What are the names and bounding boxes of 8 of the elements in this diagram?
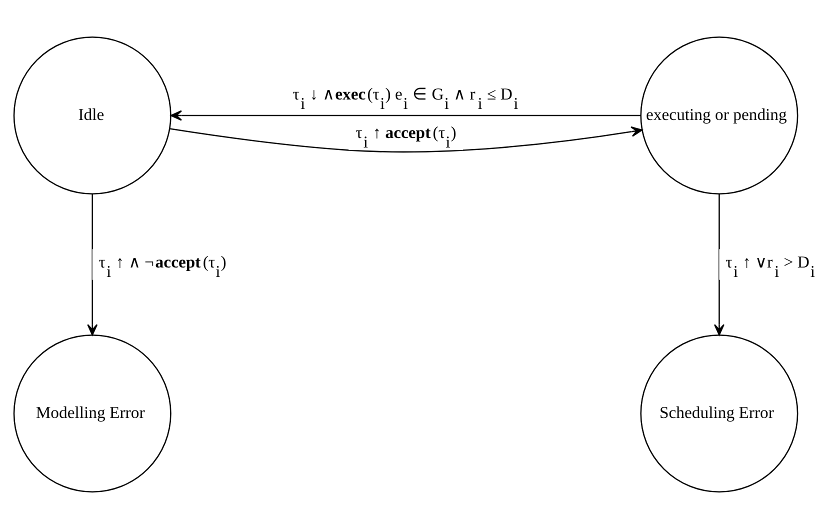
arrow	[170, 110, 641, 121]
arrow	[714, 194, 724, 336]
node-circle: Scheduling Error	[640, 334, 798, 492]
node-circle: Modelling Error	[13, 334, 172, 492]
arrow	[87, 194, 98, 336]
node-circle: Idle	[13, 36, 172, 194]
node-circle: executing or pending	[640, 36, 798, 194]
arrow	[170, 126, 643, 153]
